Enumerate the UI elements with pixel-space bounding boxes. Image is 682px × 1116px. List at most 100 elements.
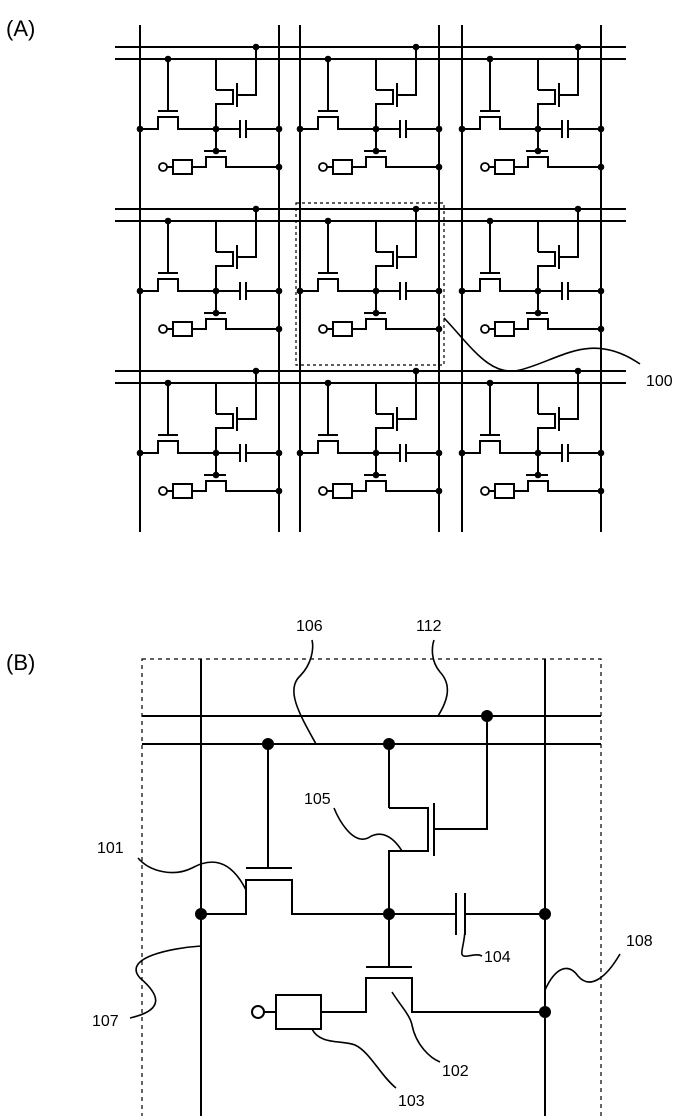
current-tft-channel (192, 481, 279, 491)
callout-106-leader (294, 640, 316, 744)
light-emitting-element (495, 322, 514, 336)
drive-tft-gate-wire (397, 371, 416, 419)
pixel-cell (459, 368, 605, 498)
panel-a-pixel-array: (A) 100 (6, 16, 673, 532)
pixel-cell (297, 368, 443, 498)
terminal-circle (252, 1006, 264, 1018)
current-tft-channel (514, 481, 601, 491)
junction-dot (325, 56, 332, 63)
callout-103: 103 (398, 1093, 425, 1110)
junction-dot (535, 288, 542, 295)
callout-106: 106 (296, 618, 323, 635)
junction-dot (253, 44, 260, 51)
junction-dot (276, 164, 283, 171)
drive-tft-gate-wire (559, 47, 578, 95)
junction-dot (436, 450, 443, 457)
junction-dot (213, 288, 220, 295)
junction-dot (535, 450, 542, 457)
junction-dot (598, 164, 605, 171)
junction-dot (598, 288, 605, 295)
junction-dot (383, 908, 395, 920)
light-emitting-element (495, 160, 514, 174)
junction-dot (253, 368, 260, 375)
light-emitting-element-103 (276, 995, 321, 1029)
junction-dot (213, 126, 220, 133)
switch-tft-channel (462, 117, 538, 129)
drive-tft-gate-wire (559, 209, 578, 257)
light-emitting-element (173, 160, 192, 174)
callout-103-leader (312, 1029, 396, 1088)
junction-dot (535, 310, 542, 317)
junction-dot (373, 126, 380, 133)
junction-dot (459, 126, 466, 133)
switch-tft-channel (300, 117, 376, 129)
junction-dot (459, 450, 466, 457)
panel-a-label: (A) (6, 16, 35, 41)
drive-tft-105-channel (389, 808, 428, 914)
junction-dot (575, 206, 582, 213)
callout-104-leader (462, 928, 482, 956)
junction-dot (436, 488, 443, 495)
current-tft-channel (352, 319, 439, 329)
terminal-circle (481, 325, 489, 333)
junction-dot (575, 368, 582, 375)
current-tft-channel (514, 319, 601, 329)
drive-tft-gate-wire (237, 371, 256, 419)
drive-tft-channel (216, 252, 233, 291)
terminal-circle (159, 487, 167, 495)
terminal-circle (319, 325, 327, 333)
junction-dot (535, 472, 542, 479)
light-emitting-element (173, 322, 192, 336)
switch-tft-101-channel (201, 880, 389, 914)
pixel-cell (137, 368, 283, 498)
junction-dot (436, 126, 443, 133)
junction-dot (276, 288, 283, 295)
junction-dot (373, 450, 380, 457)
junction-dot (539, 1006, 551, 1018)
junction-dot (598, 126, 605, 133)
drive-tft-channel (376, 414, 393, 453)
callout-100-leader (444, 318, 640, 371)
terminal-circle (319, 487, 327, 495)
junction-dot (539, 908, 551, 920)
drive-tft-channel (376, 90, 393, 129)
switch-tft-channel (140, 117, 216, 129)
junction-dot (276, 450, 283, 457)
drive-tft-channel (376, 252, 393, 291)
pixel-cell (137, 44, 283, 174)
junction-dot (165, 218, 172, 225)
junction-dot (325, 218, 332, 225)
junction-dot (436, 164, 443, 171)
junction-dot (487, 218, 494, 225)
callout-100: 100 (646, 373, 673, 390)
drive-tft-gate-wire (237, 47, 256, 95)
junction-dot (535, 126, 542, 133)
junction-dot (276, 488, 283, 495)
callout-112: 112 (416, 618, 442, 635)
switch-tft-channel (300, 279, 376, 291)
drive-tft-gate-wire (237, 209, 256, 257)
callout-105: 105 (304, 791, 331, 808)
drive-tft-gate-wire (559, 371, 578, 419)
junction-dot (213, 450, 220, 457)
junction-dot (383, 738, 395, 750)
junction-dot (373, 148, 380, 155)
pixel-cell (137, 206, 283, 336)
junction-dot (195, 908, 207, 920)
panel-b-label: (B) (6, 650, 35, 675)
terminal-circle (481, 487, 489, 495)
switch-tft-channel (140, 279, 216, 291)
pixel-cell (459, 206, 605, 336)
junction-dot (487, 380, 494, 387)
pixel-cell (297, 44, 443, 174)
callout-108-leader (545, 954, 620, 990)
junction-dot (413, 368, 420, 375)
junction-dot (213, 310, 220, 317)
junction-dot (325, 380, 332, 387)
terminal-circle (319, 163, 327, 171)
drive-tft-gate-wire (397, 209, 416, 257)
junction-dot (413, 44, 420, 51)
current-tft-channel (352, 157, 439, 167)
junction-dot (598, 488, 605, 495)
